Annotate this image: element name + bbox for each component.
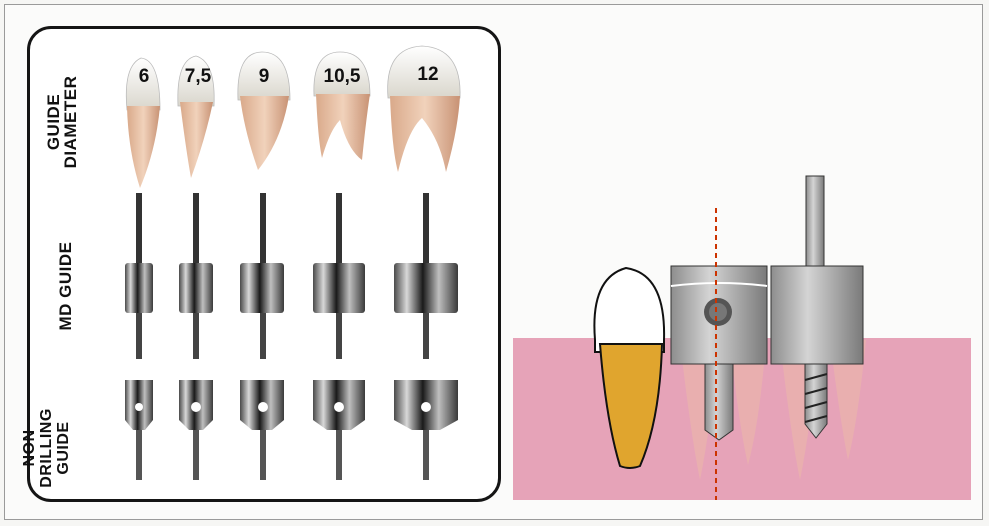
non-drilling-guide-9	[240, 380, 284, 480]
diameter-label-6: 6	[118, 66, 170, 88]
diameter-label-12: 12	[402, 64, 454, 86]
md-guide-12	[394, 193, 458, 359]
md-guide-7-5	[179, 193, 213, 359]
diameter-label-7-5: 7,5	[172, 66, 224, 88]
diameter-label-9: 9	[238, 66, 290, 88]
md-guide-9	[240, 193, 284, 359]
non-drilling-guide-12	[394, 380, 458, 480]
md-guide-6	[125, 193, 153, 359]
md-guide-10-5	[313, 193, 365, 359]
non-drilling-guide-7-5	[179, 380, 213, 480]
non-drilling-guide-10-5	[313, 380, 365, 480]
non-drilling-guide-6	[125, 380, 153, 480]
diameter-label-10-5: 10,5	[316, 66, 368, 88]
